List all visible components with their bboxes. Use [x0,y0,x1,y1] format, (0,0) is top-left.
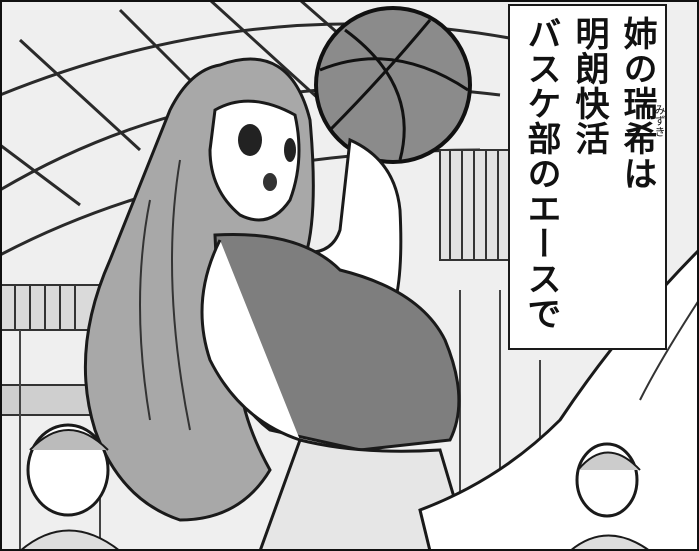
spectator-right [568,442,652,551]
spectator-left [18,423,122,551]
caption-box: 姉の瑞希は みずき 明朗快活 バスケ部のエースで [508,4,667,350]
basketball [314,6,472,164]
girl-jersey [200,232,461,452]
caption-line-2: 明朗快活 [569,16,609,156]
girl-shorts [258,438,472,551]
caption-ruby: みずき [653,104,666,137]
girl-face [208,99,301,222]
caption-line-1: 姉の瑞希は [617,16,657,191]
caption-line-3: バスケ部のエースで [521,16,561,331]
